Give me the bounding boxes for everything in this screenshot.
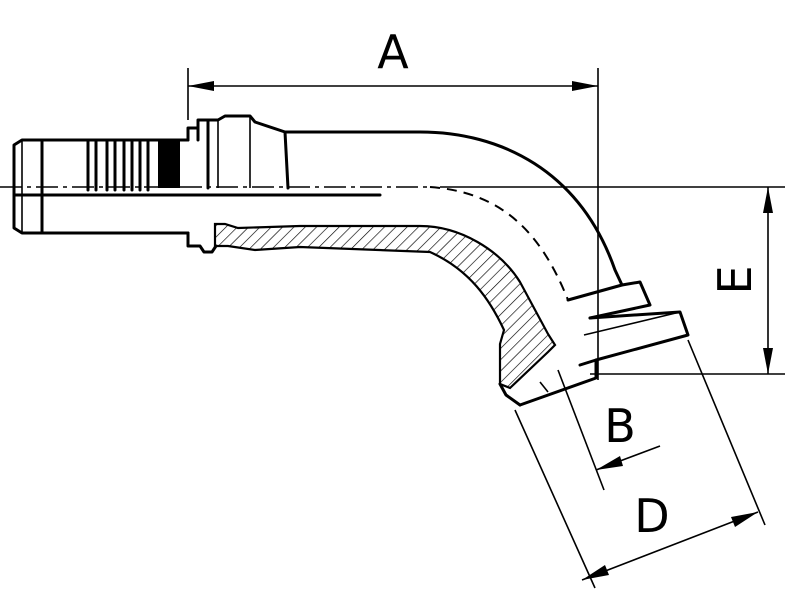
dimension-e-label: E [708,265,762,294]
dimension-a: A [187,25,599,380]
dimension-e: E [708,187,773,374]
flange-head [498,280,690,407]
body-outer [283,130,624,287]
dimension-b: B [557,369,661,491]
dimension-d-label: D [634,489,669,543]
dimension-a-label: A [377,25,409,79]
hose-tail [12,138,190,235]
tail-ribs [86,138,180,192]
section-hatch [213,222,557,390]
dimension-d: D [514,339,766,589]
dimension-b-label: B [604,399,636,453]
centerline-bend [429,186,569,301]
